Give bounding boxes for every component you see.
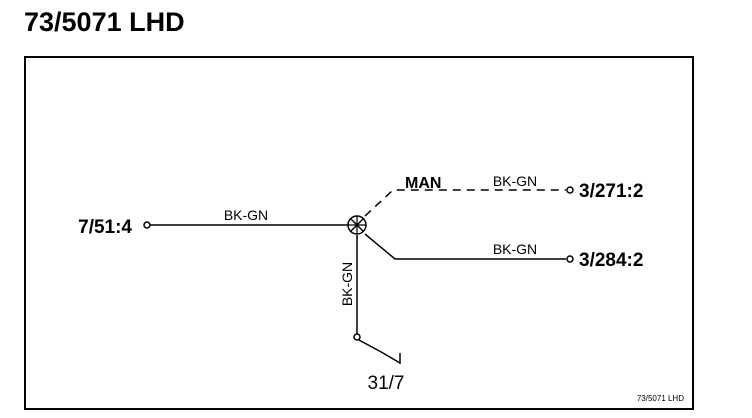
wire-top-right-color: BK-GN	[493, 173, 537, 189]
page-title: 73/5071 LHD	[24, 7, 185, 37]
terminal-top-right	[566, 186, 574, 194]
connector-ground-label: 31/7	[368, 373, 405, 394]
wire-top-right	[364, 189, 566, 217]
terminal-left	[143, 221, 151, 229]
terminal-bottom-right	[566, 255, 574, 263]
wire-bottom-right	[364, 233, 566, 260]
diagram-footer-ref: 73/5071 LHD	[637, 394, 684, 403]
option-label-man: MAN	[405, 175, 441, 192]
ground-symbol-icon	[358, 339, 401, 364]
connector-top-right-label: 3/271:2	[579, 181, 643, 202]
wire-ground-color: BK-GN	[339, 262, 355, 306]
wire-bottom-right-color: BK-GN	[493, 241, 537, 257]
terminal-ground	[353, 333, 361, 341]
connector-bottom-right-label: 3/284:2	[579, 250, 643, 271]
connector-left-label: 7/51:4	[78, 217, 132, 238]
splice-point-icon	[347, 215, 367, 235]
diagram-frame	[24, 56, 694, 410]
wire-left-color: BK-GN	[224, 207, 268, 223]
